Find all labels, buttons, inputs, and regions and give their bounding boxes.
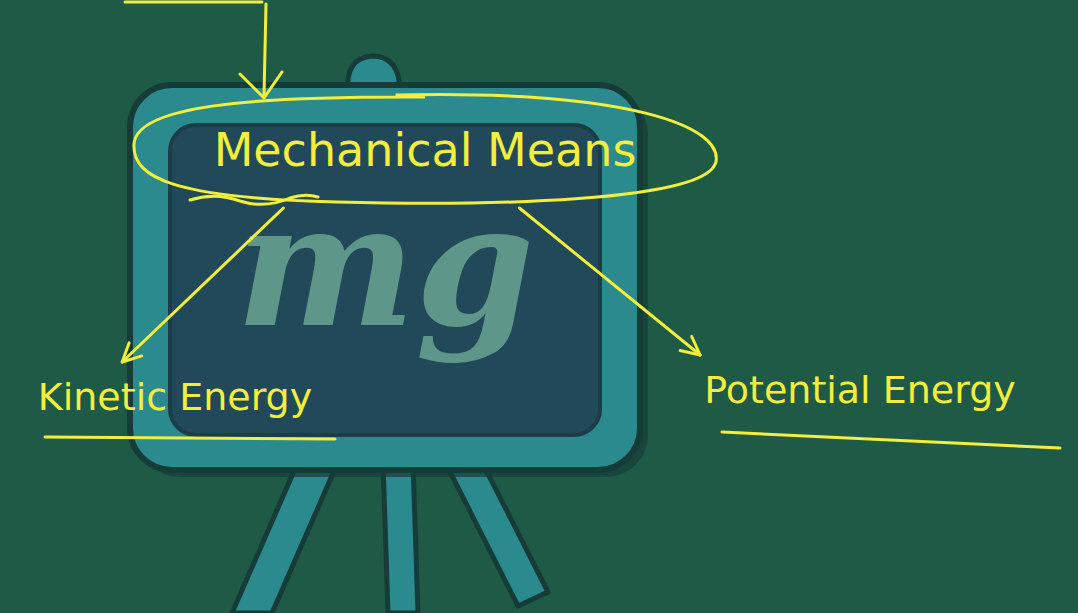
board-shadow bbox=[138, 92, 648, 477]
term-text: Mechanical Means bbox=[214, 125, 637, 176]
energy-term: Kinetic Energy bbox=[10, 362, 340, 434]
easel-legs bbox=[232, 462, 548, 613]
term-text: Potential Energy bbox=[704, 370, 1016, 412]
watermark-logo: mg bbox=[170, 180, 600, 350]
top-arrow-shaft bbox=[264, 4, 266, 96]
branch-arrow bbox=[122, 208, 283, 362]
easel-leg bbox=[232, 462, 338, 613]
potential-underline bbox=[722, 432, 1060, 448]
circled-term: Mechanical Means bbox=[130, 92, 720, 208]
term-text: Kinetic Energy bbox=[38, 377, 312, 419]
easel-leg bbox=[445, 462, 548, 606]
kinetic-underline bbox=[45, 437, 335, 439]
branch-arrow bbox=[519, 208, 700, 355]
easel-leg bbox=[383, 462, 418, 613]
oval-stroke bbox=[134, 95, 716, 204]
energy-term: Potential Energy bbox=[655, 355, 1065, 427]
top-arrow-head bbox=[240, 72, 282, 98]
top-stroke bbox=[125, 1, 262, 4]
